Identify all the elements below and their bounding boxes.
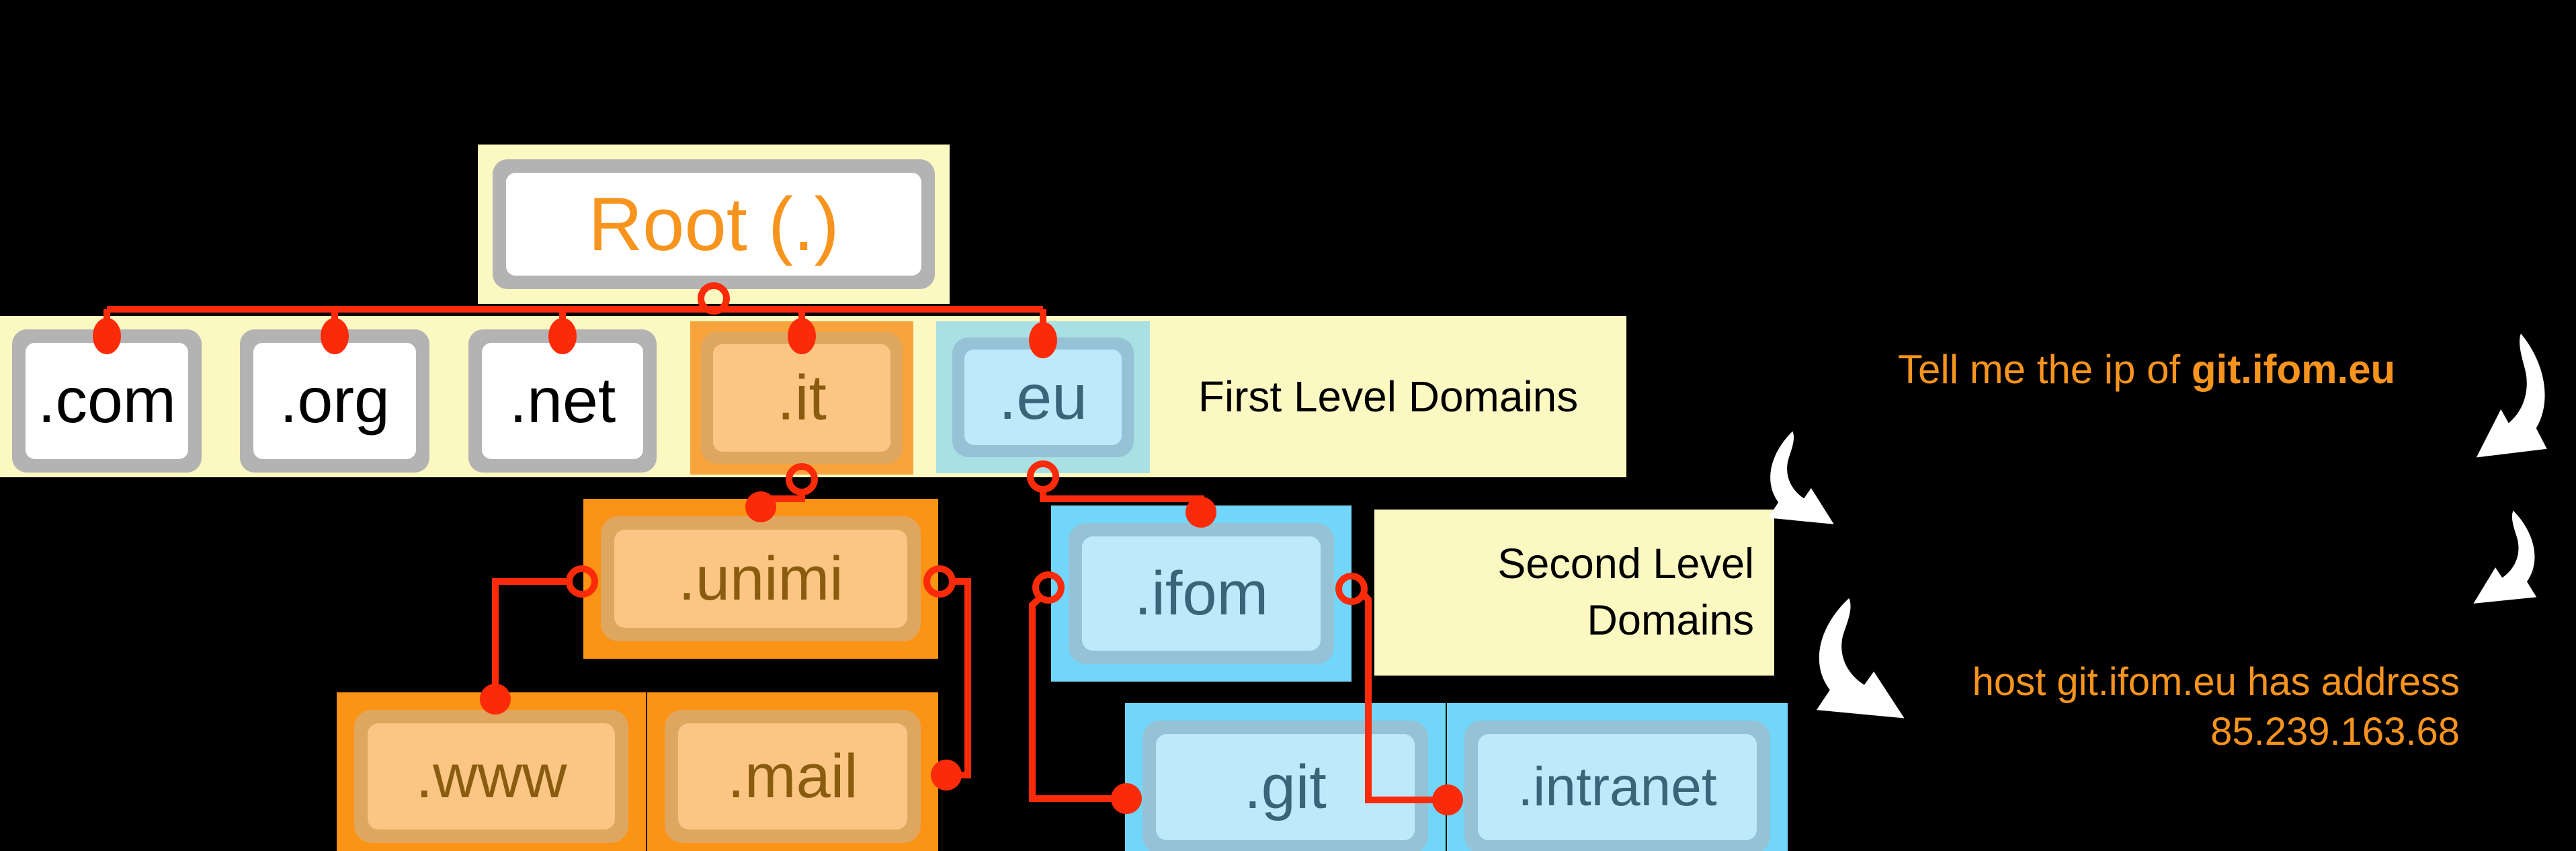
node-root-label: Root (.) bbox=[588, 182, 839, 266]
node-com-inner: .com bbox=[26, 343, 188, 459]
node-org-inner: .org bbox=[253, 343, 416, 459]
second-level-caption: Second Level Domains bbox=[1374, 510, 1774, 676]
answer-line1: host git.ifom.eu has address bbox=[1972, 660, 2460, 704]
node-eu-label: .eu bbox=[998, 361, 1088, 433]
node-ifom-border: .ifom bbox=[1069, 523, 1334, 664]
node-git-inner: .git bbox=[1156, 734, 1415, 840]
curved-arrow-down-right-icon bbox=[1768, 431, 1834, 524]
node-net-inner: .net bbox=[482, 343, 643, 459]
query-prefix: Tell me the ip of bbox=[1898, 347, 2192, 392]
node-intranet-label: .intranet bbox=[1518, 756, 1717, 817]
node-net-label: .net bbox=[509, 365, 616, 436]
node-org: .org bbox=[240, 329, 429, 473]
node-intranet-inner: .intranet bbox=[1478, 734, 1757, 840]
answer-line2: 85.239.163.68 bbox=[2210, 710, 2460, 754]
node-unimi-inner: .unimi bbox=[614, 530, 907, 628]
node-git: .git bbox=[1125, 703, 1446, 851]
first-level-caption: First Level Domains bbox=[1198, 372, 1579, 421]
node-eu-inner: .eu bbox=[964, 350, 1122, 445]
node-org-label: .org bbox=[280, 365, 390, 436]
node-it-inner: .it bbox=[713, 344, 890, 452]
node-intranet: .intranet bbox=[1447, 703, 1788, 851]
node-it: .it bbox=[690, 321, 913, 475]
node-com: .com bbox=[12, 329, 202, 473]
node-ifom-inner: .ifom bbox=[1082, 536, 1321, 651]
node-mail-label: .mail bbox=[727, 741, 858, 811]
connector-unimi-to-www bbox=[492, 578, 570, 698]
connector-unimi-to-mail bbox=[950, 578, 971, 778]
query-text: Tell me the ip of git.ifom.eu bbox=[1898, 346, 2395, 393]
node-net: .net bbox=[468, 329, 657, 473]
node-intranet-border: .intranet bbox=[1464, 721, 1770, 851]
query-domain: git.ifom.eu bbox=[2191, 347, 2396, 392]
node-git-border: .git bbox=[1142, 721, 1428, 851]
node-mail: .mail bbox=[647, 692, 938, 851]
node-unimi: .unimi bbox=[583, 499, 938, 659]
node-unimi-label: .unimi bbox=[678, 544, 843, 613]
node-mail-inner: .mail bbox=[678, 723, 907, 829]
node-www: .www bbox=[337, 692, 646, 851]
node-root-inner: Root (.) bbox=[506, 173, 921, 276]
node-unimi-border: .unimi bbox=[601, 516, 921, 641]
curved-arrow-down-left-icon bbox=[2473, 510, 2537, 604]
node-ifom: .ifom bbox=[1051, 505, 1352, 682]
node-www-label: .www bbox=[415, 741, 567, 811]
node-com-label: .com bbox=[38, 365, 176, 436]
node-git-label: .git bbox=[1244, 752, 1327, 821]
node-root-frame: Root (.) bbox=[493, 159, 935, 289]
node-ifom-label: .ifom bbox=[1134, 559, 1269, 628]
node-eu: .eu bbox=[936, 321, 1150, 473]
node-www-inner: .www bbox=[368, 723, 615, 829]
curved-arrow-down-left-icon bbox=[2476, 333, 2547, 458]
node-it-label: .it bbox=[777, 362, 827, 434]
node-www-border: .www bbox=[354, 710, 628, 843]
answer-text: host git.ifom.eu has address 85.239.163.… bbox=[1788, 657, 2460, 757]
second-level-caption-line2: Domains bbox=[1587, 596, 1754, 644]
node-eu-border: .eu bbox=[952, 337, 1134, 457]
node-it-border: .it bbox=[701, 332, 903, 464]
node-mail-border: .mail bbox=[665, 710, 921, 843]
second-level-caption-line1: Second Level bbox=[1497, 540, 1754, 588]
node-root: Root (.) bbox=[478, 145, 950, 304]
